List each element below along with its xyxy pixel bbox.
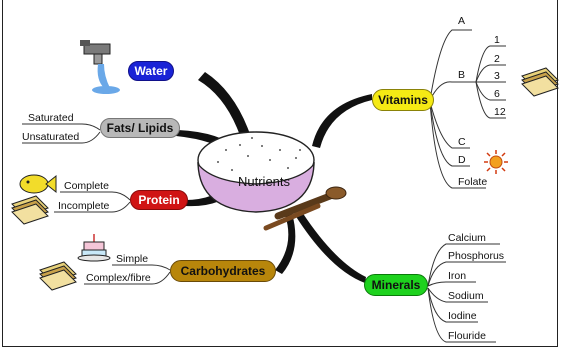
fats-lipids-node: Fats/ Lipids [100, 118, 180, 138]
phosphorus-label: Phosphorus [448, 250, 504, 262]
iron-label: Iron [448, 270, 466, 282]
vitamin-a-label: A [458, 15, 465, 27]
minerals-node: Minerals [364, 274, 428, 296]
sun-icon [484, 150, 508, 174]
carbohydrates-node: Carbohydrates [170, 260, 276, 282]
vitamin-c-label: C [458, 136, 466, 148]
min-link-iron [428, 282, 476, 286]
branch-minerals [295, 212, 366, 283]
fats-link-sat [22, 124, 100, 130]
vitamin-d-label: D [458, 154, 466, 166]
protein-link-complete [60, 192, 130, 200]
complete-label: Complete [64, 180, 109, 192]
water-tap-icon [80, 40, 120, 94]
vit-b2 [476, 65, 506, 82]
vitamin-b12-label: 12 [494, 106, 506, 118]
sandwich-icon-vitamins [522, 68, 558, 96]
vitamin-b1-label: 1 [494, 34, 500, 46]
simple-label: Simple [116, 253, 148, 265]
vit-b1 [476, 46, 506, 82]
branch-vitamins [312, 94, 372, 148]
vitamin-b6-label: 6 [494, 88, 500, 100]
vitamin-b2-label: 2 [494, 53, 500, 65]
fish-icon [20, 175, 56, 193]
vitamin-b3-label: 3 [494, 70, 500, 82]
sandwich-icon-protein [12, 196, 48, 224]
vit-b6 [476, 82, 506, 100]
vitamin-b-label: B [458, 69, 465, 81]
vitamins-node: Vitamins [372, 89, 434, 111]
water-node: Water [128, 61, 174, 81]
vit-link-b [430, 82, 476, 100]
protein-node: Protein [130, 190, 188, 210]
calcium-label: Calcium [448, 232, 486, 244]
folate-label: Folate [458, 176, 487, 188]
incomplete-label: Incomplete [58, 200, 109, 212]
sandwich-icon-carbs [40, 262, 76, 290]
saturated-label: Saturated [28, 112, 74, 124]
central-topic-label: Nutrients [238, 176, 290, 188]
sodium-label: Sodium [448, 290, 484, 302]
complex-fibre-label: Complex/fibre [86, 272, 151, 284]
flouride-label: Flouride [448, 330, 486, 342]
iodine-label: Iodine [448, 310, 477, 322]
unsaturated-label: Unsaturated [22, 131, 79, 143]
cake-icon [78, 234, 110, 261]
carbs-link-simple [112, 265, 170, 270]
